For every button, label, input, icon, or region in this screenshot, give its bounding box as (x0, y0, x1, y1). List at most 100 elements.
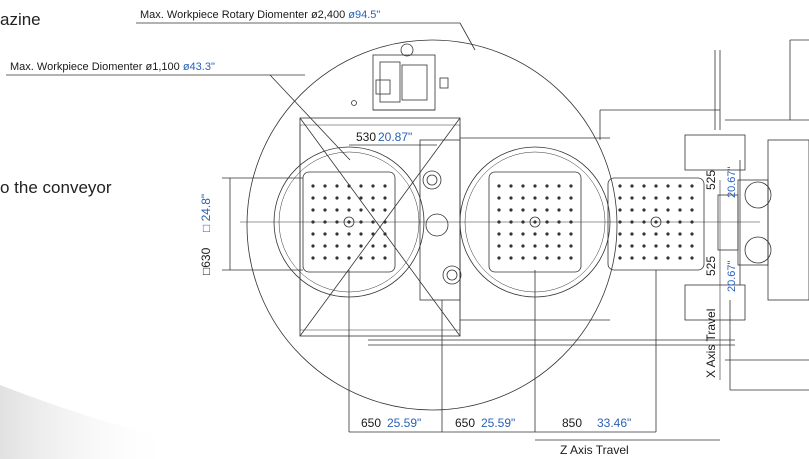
bolt-hole (371, 208, 375, 212)
bolt-hole (654, 256, 658, 260)
bolt-hole (335, 184, 339, 188)
dim-530-inches: 20.87" (378, 130, 412, 144)
bolt-hole (545, 208, 549, 212)
bolt-hole (311, 244, 315, 248)
bolt-hole (509, 196, 513, 200)
dim-bottom-3-mm: 850 (562, 416, 582, 430)
bolt-hole (383, 256, 387, 260)
bolt-hole (497, 244, 501, 248)
bolt-hole (323, 184, 327, 188)
bolt-hole (678, 232, 682, 236)
bolt-hole (311, 256, 315, 260)
bolt-hole (509, 244, 513, 248)
bolt-hole (509, 232, 513, 236)
spindle-head (684, 39, 809, 391)
bolt-hole (678, 208, 682, 212)
bolt-hole (497, 208, 501, 212)
bolt-hole (678, 256, 682, 260)
bolt-hole (533, 256, 537, 260)
bolt-hole (323, 208, 327, 212)
bolt-hole (642, 244, 646, 248)
dim-630-inches: □ 24.8" (199, 194, 213, 232)
bolt-hole (497, 196, 501, 200)
bolt-hole (521, 208, 525, 212)
bolt-hole (630, 244, 634, 248)
rotary-diameter-inches: ø94.5" (348, 9, 381, 21)
dim-525-top-inches: 20.67" (726, 166, 738, 198)
bolt-hole (690, 196, 694, 200)
bolt-hole (630, 184, 634, 188)
bolt-hole (642, 196, 646, 200)
bolt-hole (323, 196, 327, 200)
bolt-hole (642, 184, 646, 188)
bolt-hole (533, 232, 537, 236)
dim-525-top-mm: 525 (704, 170, 718, 190)
bolt-hole (557, 208, 561, 212)
bolt-hole (630, 232, 634, 236)
bolt-hole (383, 232, 387, 236)
bolt-hole (666, 196, 670, 200)
bolt-hole (557, 232, 561, 236)
bolt-hole (323, 244, 327, 248)
bolt-hole (311, 232, 315, 236)
bolt-hole (521, 244, 525, 248)
bolt-hole (383, 196, 387, 200)
bolt-hole (521, 196, 525, 200)
bolt-hole (533, 184, 537, 188)
bolt-hole (666, 256, 670, 260)
z-axis-label: Z Axis Travel (560, 443, 629, 457)
bolt-hole (335, 244, 339, 248)
dim-bottom-2-inches: 25.59" (481, 416, 515, 430)
bolt-hole (569, 232, 573, 236)
bolt-hole (521, 256, 525, 260)
workpiece-diameter-callout: Max. Workpiece Diomenter ø1,100 ø43.3" (10, 61, 215, 73)
bolt-hole (383, 244, 387, 248)
bolt-hole (533, 196, 537, 200)
workpiece-diameter-inches: ø43.3" (182, 61, 215, 73)
bolt-hole (323, 256, 327, 260)
bolt-hole (557, 184, 561, 188)
bolt-hole (311, 208, 315, 212)
bolt-hole (521, 232, 525, 236)
bolt-hole (509, 256, 513, 260)
workpiece-diameter-label: Max. Workpiece Diomenter ø1,100 (10, 61, 180, 73)
bolt-hole (666, 232, 670, 236)
bolt-hole (311, 184, 315, 188)
dim-630-mm: □630 (199, 247, 213, 275)
bolt-hole (642, 208, 646, 212)
bolt-hole (509, 208, 513, 212)
bolt-hole (618, 196, 622, 200)
bolt-hole (497, 232, 501, 236)
rotary-diameter-label: Max. Workpiece Rotary Diomenter ø2,400 (140, 9, 346, 21)
bolt-hole (569, 256, 573, 260)
dim-bottom-1-inches: 25.59" (387, 416, 421, 430)
bolt-hole (569, 184, 573, 188)
bolt-hole (545, 184, 549, 188)
bolt-hole (618, 256, 622, 260)
bolt-hole (618, 244, 622, 248)
bolt-hole (509, 184, 513, 188)
bolt-hole (335, 196, 339, 200)
bolt-hole (557, 244, 561, 248)
bolt-hole (569, 208, 573, 212)
bolt-hole (618, 232, 622, 236)
conveyor-label: o the conveyor (0, 178, 112, 197)
dim-525-bot-mm: 525 (704, 256, 718, 276)
bolt-hole (347, 208, 351, 212)
bolt-hole (557, 256, 561, 260)
bolt-hole (359, 256, 363, 260)
bolt-hole (371, 256, 375, 260)
bolt-hole (654, 232, 658, 236)
dim-530-mm: 530 (356, 130, 376, 144)
bolt-hole (678, 196, 682, 200)
bolt-hole (630, 208, 634, 212)
bolt-hole (618, 208, 622, 212)
bolt-hole (545, 232, 549, 236)
dim-bottom-2-mm: 650 (455, 416, 475, 430)
bolt-hole (690, 256, 694, 260)
bolt-hole (545, 256, 549, 260)
bolt-hole (630, 196, 634, 200)
bolt-hole (666, 244, 670, 248)
bolt-hole (521, 184, 525, 188)
bolt-hole (359, 208, 363, 212)
